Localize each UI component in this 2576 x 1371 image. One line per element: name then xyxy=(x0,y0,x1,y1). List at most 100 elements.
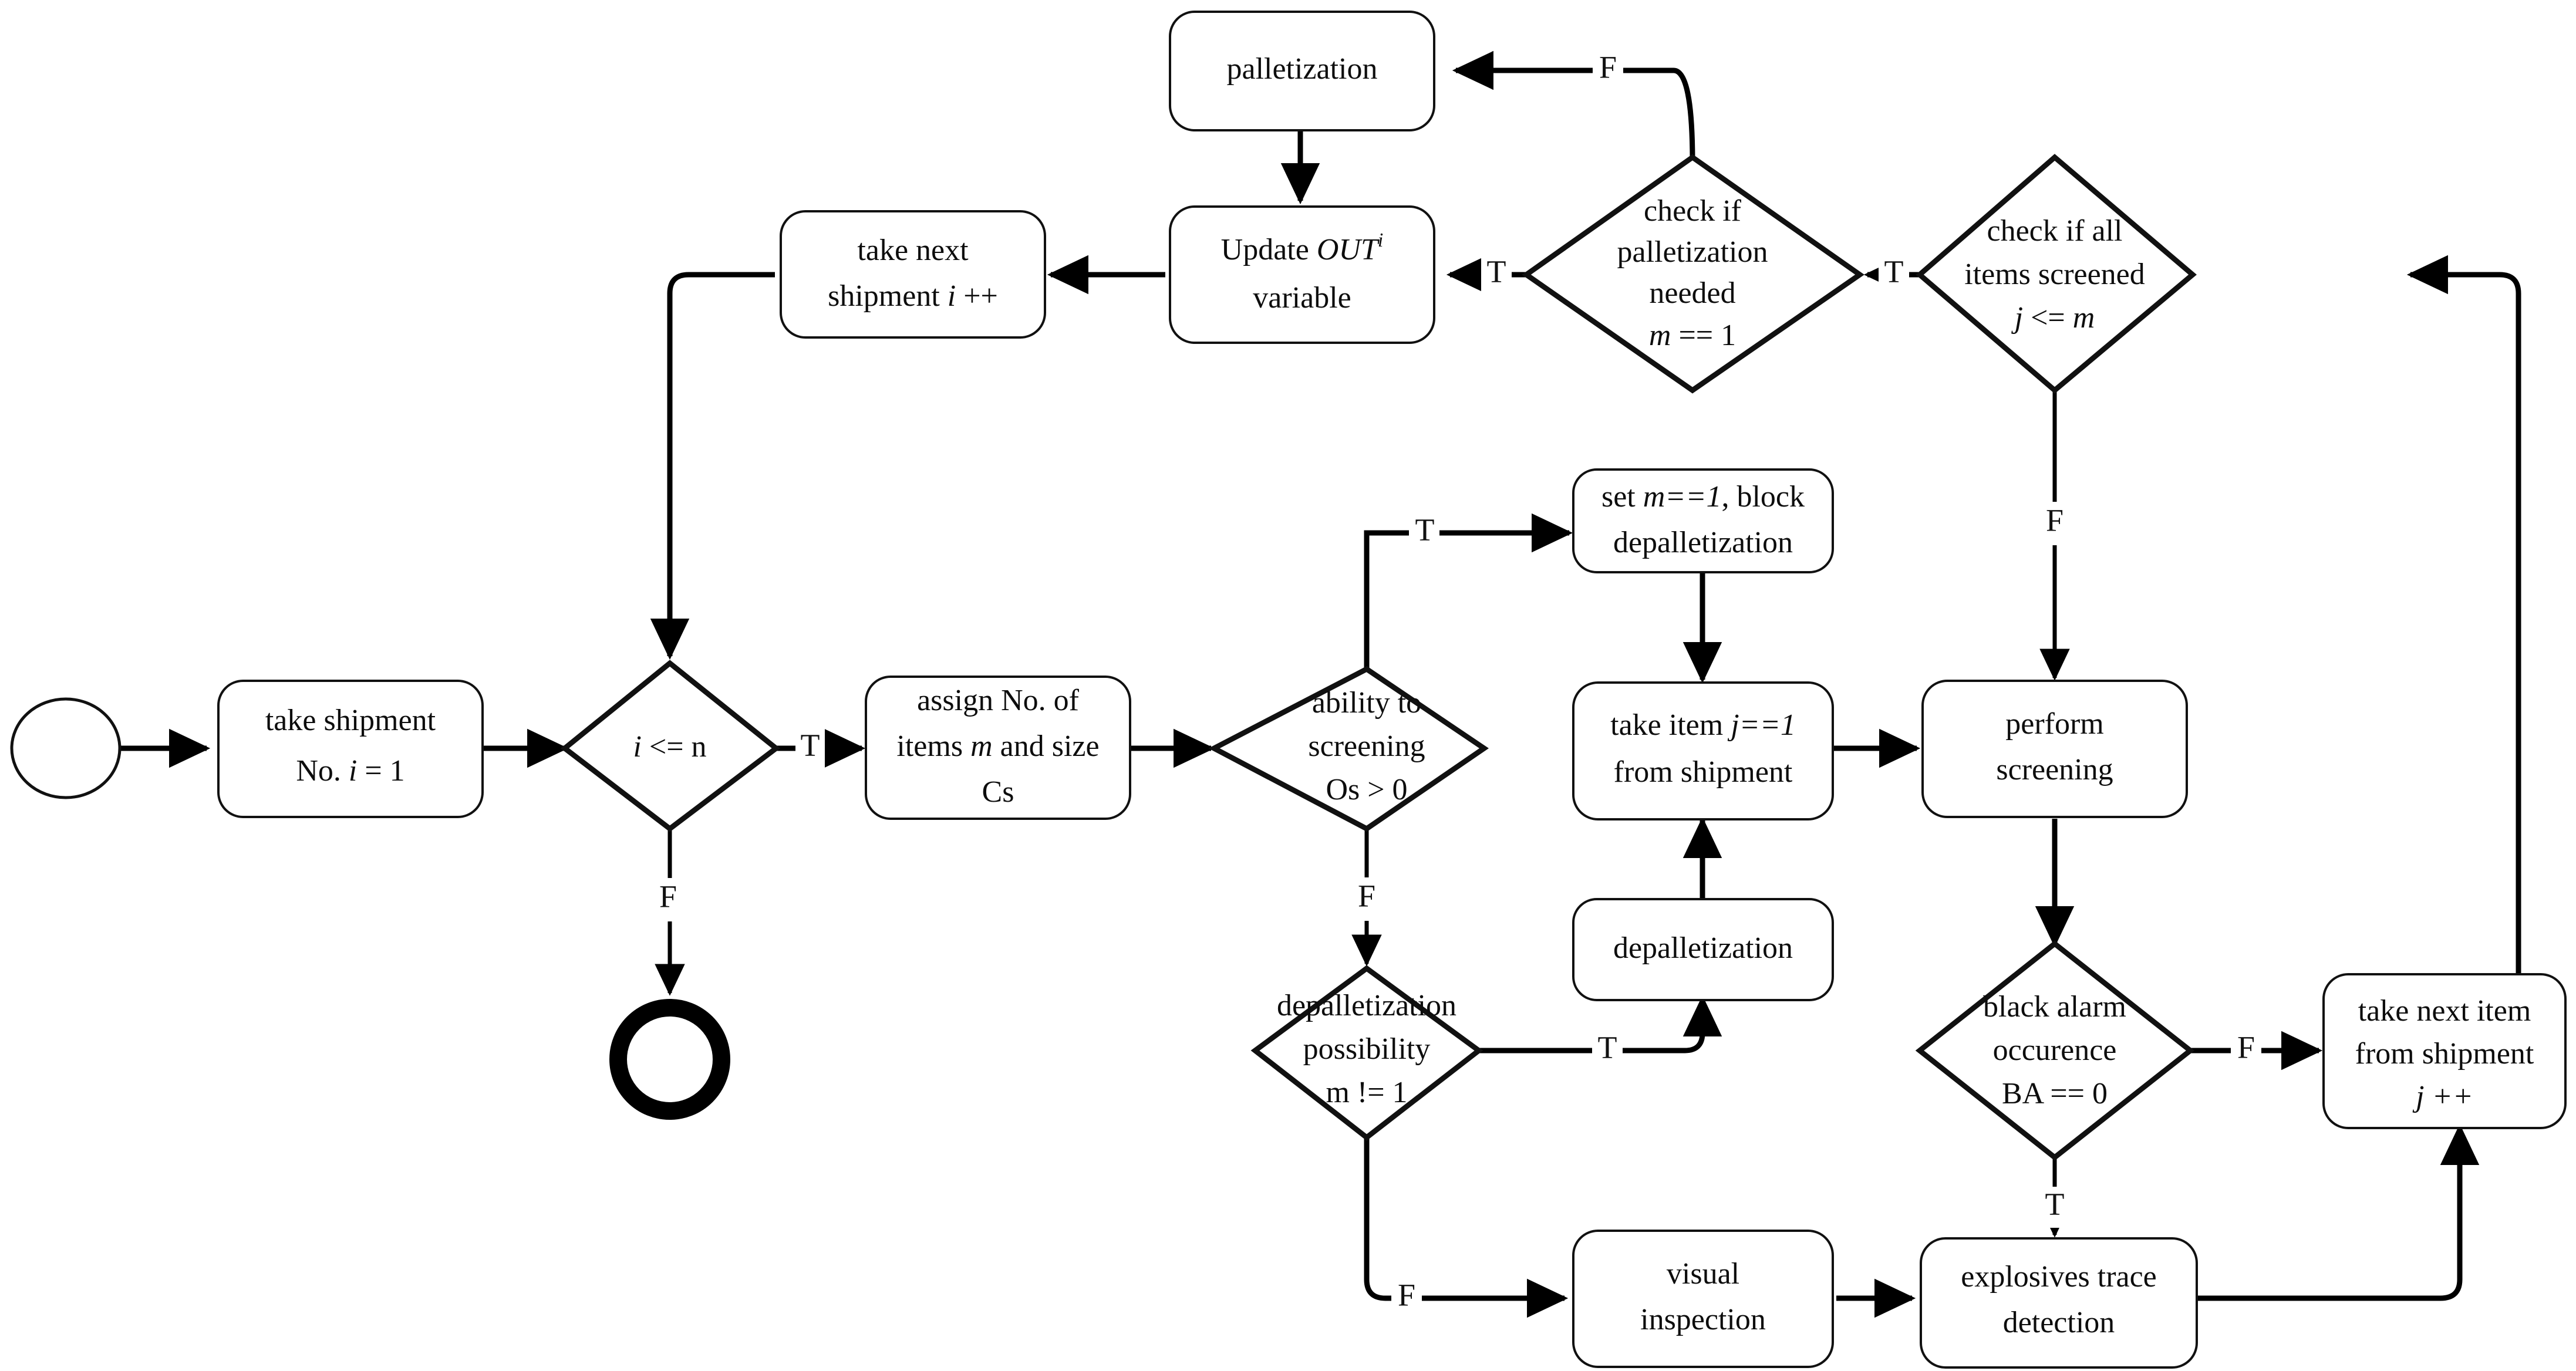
update-superscript: i xyxy=(1378,229,1383,251)
label-bg xyxy=(1879,254,1909,297)
depalpos-line2: possibility xyxy=(1303,1032,1431,1066)
visual-line1: visual xyxy=(1667,1257,1739,1291)
set-m-block-box xyxy=(1572,468,1834,573)
depal-possibility-diamond xyxy=(1250,965,1483,1141)
black-alarm-diamond xyxy=(1915,940,2195,1161)
svg-text:depalletization: depalletization xyxy=(1613,931,1793,965)
node-ability-screening[interactable]: ability to screening Os > 0 xyxy=(1208,666,1489,832)
i-le-n-cond: <= n xyxy=(642,730,707,764)
edge-label-ability-false: F xyxy=(1358,878,1375,913)
setm-line2: depalletization xyxy=(1613,526,1793,559)
svg-text:variable: variable xyxy=(1253,281,1351,315)
take-shipment-box xyxy=(217,680,484,818)
setm-line1a: set xyxy=(1601,480,1643,514)
label-bg xyxy=(1481,254,1512,297)
setm-line1c: , block xyxy=(1721,480,1805,514)
svg-text:Cs: Cs xyxy=(982,775,1014,809)
svg-text:palletization: palletization xyxy=(1617,235,1768,269)
node-i-le-n[interactable]: i <= n xyxy=(560,660,781,832)
visual-inspection-box xyxy=(1572,1230,1834,1368)
svg-text:check if all: check if all xyxy=(1987,214,2123,248)
checkall-line3b: <= xyxy=(2023,301,2073,335)
node-depalletization[interactable]: depalletization xyxy=(1572,898,1834,1001)
takenext-line3: j ++ xyxy=(2412,1080,2473,1113)
end-circle-icon xyxy=(609,999,730,1120)
svg-text:possibility: possibility xyxy=(1303,1032,1431,1066)
checkpal-line4b: == 1 xyxy=(1671,319,1736,352)
edge-label-check-all-true: T xyxy=(1884,254,1904,289)
svg-text:palletization: palletization xyxy=(1226,52,1377,86)
svg-text:i <= n: i <= n xyxy=(633,730,706,764)
node-perform-screening[interactable]: perform screening xyxy=(1921,680,2188,818)
take-next-shipment-box xyxy=(780,210,1046,339)
node-assign-items[interactable]: assign No. of items m and size Cs xyxy=(865,676,1131,820)
svg-text:shipment i ++: shipment i ++ xyxy=(828,279,998,313)
node-end[interactable] xyxy=(609,999,730,1120)
takenextship-line2b: i xyxy=(948,279,956,313)
edge-explosives-to-take-next-item xyxy=(2198,1123,2480,1301)
label-bg xyxy=(1351,877,1382,921)
svg-text:j ++: j ++ xyxy=(2412,1080,2473,1113)
svg-text:Os > 0: Os > 0 xyxy=(1326,773,1407,806)
edge-label-black-alarm-true: T xyxy=(2045,1186,2065,1221)
ability-line2: screening xyxy=(1308,730,1425,763)
edge-check-pallet-false xyxy=(1452,50,1695,163)
node-set-m-block[interactable]: set m==1, block depalletization xyxy=(1572,468,1834,573)
update-line1a: Update xyxy=(1221,233,1317,266)
node-check-palletization[interactable]: check if palletization needed m == 1 xyxy=(1522,154,1864,394)
take-item-line1b: j==1 xyxy=(1727,708,1796,742)
update-line2: variable xyxy=(1253,281,1351,315)
assign-line2c: and size xyxy=(993,730,1100,763)
blackalarm-line2: occurence xyxy=(1993,1034,2117,1067)
svg-text:ability to: ability to xyxy=(1312,686,1421,720)
svg-text:detection: detection xyxy=(2003,1306,2115,1339)
svg-text:screening: screening xyxy=(1308,730,1425,763)
blackalarm-line3: BA == 0 xyxy=(2002,1077,2108,1110)
svg-text:screening: screening xyxy=(1996,753,2113,786)
edge-label-check-all-false: F xyxy=(2046,502,2064,538)
svg-text:take item j==1: take item j==1 xyxy=(1610,708,1796,742)
node-visual-inspection[interactable]: visual inspection xyxy=(1572,1230,1834,1368)
i-le-n-diamond xyxy=(560,660,781,832)
perform-line2: screening xyxy=(1996,753,2113,786)
depal-line1: depalletization xyxy=(1613,931,1793,965)
label-bg xyxy=(652,878,682,921)
assign-line1: assign No. of xyxy=(917,684,1080,717)
explo-line2: detection xyxy=(2003,1306,2115,1339)
ability-screening-diamond xyxy=(1208,666,1489,832)
checkall-line1: check if all xyxy=(1987,214,2123,248)
node-start[interactable] xyxy=(10,697,122,799)
explo-line1: explosives trace xyxy=(1961,1260,2157,1294)
visual-line2: inspection xyxy=(1640,1303,1766,1336)
node-take-shipment[interactable]: take shipment No. i = 1 xyxy=(217,680,484,818)
node-explosives-trace-detection[interactable]: explosives trace detection xyxy=(1920,1237,2198,1369)
check-all-items-diamond xyxy=(1916,154,2197,394)
edge-label-check-pallet-false: F xyxy=(1599,49,1617,85)
node-update-out[interactable]: Update OUTi variable xyxy=(1169,205,1435,344)
node-take-next-shipment[interactable]: take next shipment i ++ xyxy=(780,210,1046,339)
checkall-line3a: j xyxy=(2011,301,2023,335)
node-black-alarm[interactable]: black alarm occurence BA == 0 xyxy=(1915,940,2195,1161)
perform-screening-box xyxy=(1921,680,2188,818)
edge-label-depal-false: F xyxy=(1398,1277,1415,1312)
edge-label-depal-true: T xyxy=(1598,1029,1617,1065)
label-bg xyxy=(2039,502,2070,545)
check-palletization-diamond xyxy=(1522,154,1864,394)
take-shipment-line2b: i xyxy=(349,754,357,788)
label-bg xyxy=(1409,512,1439,554)
node-take-item-j1[interactable]: take item j==1 from shipment xyxy=(1572,681,1834,820)
takenextship-line1: take next xyxy=(857,234,969,267)
node-palletization[interactable]: palletization xyxy=(1169,11,1435,131)
checkall-line2: items screened xyxy=(1964,258,2145,291)
node-depal-possibility[interactable]: depalletization possibility m != 1 xyxy=(1250,965,1483,1141)
i-le-n-var: i xyxy=(633,730,641,764)
depalletization-box xyxy=(1572,898,1834,1001)
label-bg xyxy=(2231,1029,2261,1073)
ability-line3: Os > 0 xyxy=(1326,773,1407,806)
svg-text:j <= m: j <= m xyxy=(2011,301,2095,335)
node-check-all-items[interactable]: check if all items screened j <= m xyxy=(1916,154,2197,394)
node-take-next-item[interactable]: take next item from shipment j ++ xyxy=(2322,973,2567,1129)
checkall-line3c: m xyxy=(2073,301,2095,335)
